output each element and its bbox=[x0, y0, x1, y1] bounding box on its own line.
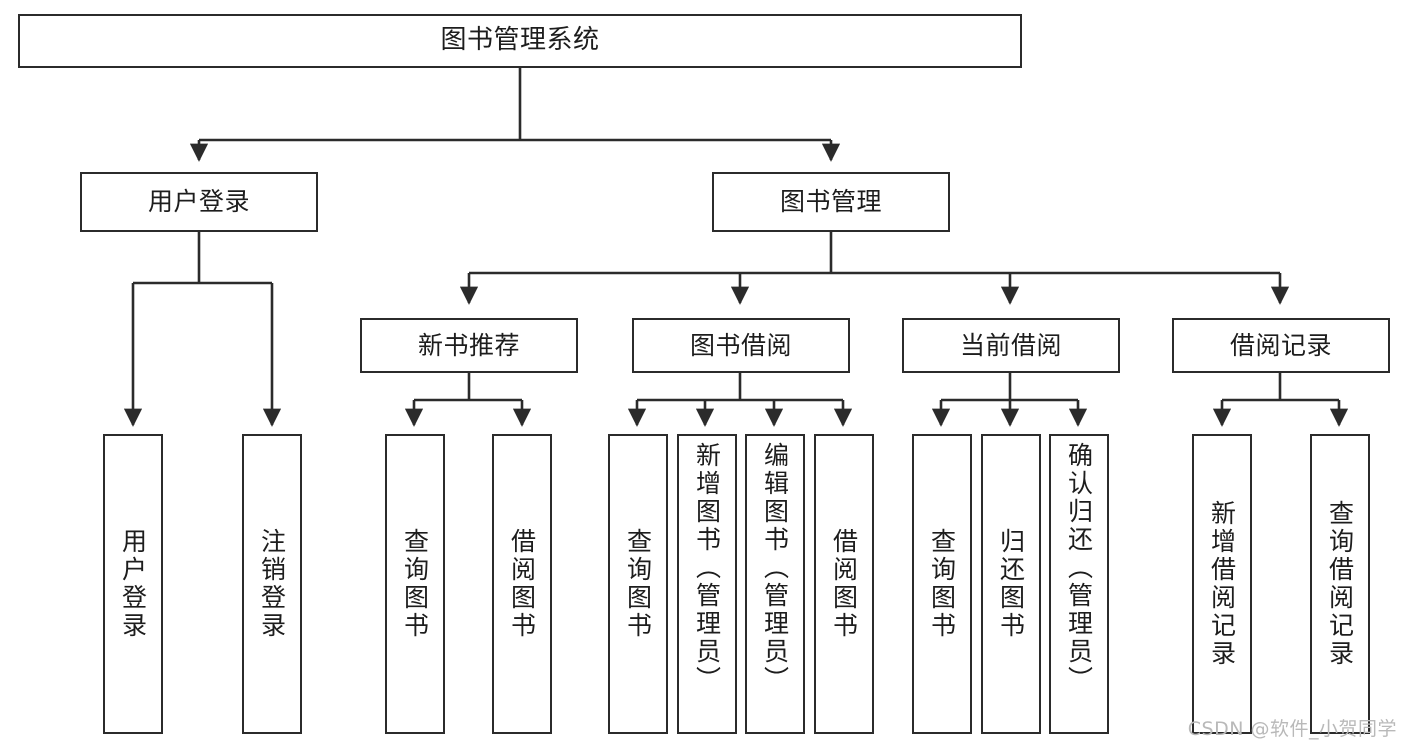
node-label: 归还图书 bbox=[996, 528, 1026, 640]
node-label: 图书借阅 bbox=[689, 330, 792, 360]
node-label: 新书推荐 bbox=[417, 330, 520, 360]
node-label: 查询图书 bbox=[927, 528, 957, 640]
node-label: 当前借阅 bbox=[959, 330, 1062, 360]
node-root-system[interactable]: 图书管理系统 bbox=[18, 14, 1022, 68]
node-label: 查询图书 bbox=[623, 528, 653, 640]
node-label: 图书管理系统 bbox=[440, 25, 600, 56]
node-label: 借阅记录 bbox=[1229, 330, 1332, 360]
leaf-confirm-return-admin[interactable]: 确认归还（管理员） bbox=[1049, 434, 1109, 734]
node-label: 新增借阅记录 bbox=[1207, 500, 1237, 668]
leaf-return-book[interactable]: 归还图书 bbox=[981, 434, 1041, 734]
node-current-borrow[interactable]: 当前借阅 bbox=[902, 318, 1120, 373]
node-label: 用户登录 bbox=[118, 528, 148, 640]
node-borrow-records[interactable]: 借阅记录 bbox=[1172, 318, 1390, 373]
node-label: 新增图书（管理员） bbox=[692, 442, 722, 694]
leaf-query-book-recommend[interactable]: 查询图书 bbox=[385, 434, 445, 734]
leaf-user-login[interactable]: 用户登录 bbox=[103, 434, 163, 734]
node-book-borrow[interactable]: 图书借阅 bbox=[632, 318, 850, 373]
node-label: 查询借阅记录 bbox=[1325, 500, 1355, 668]
leaf-borrow-book[interactable]: 借阅图书 bbox=[814, 434, 874, 734]
node-label: 查询图书 bbox=[400, 528, 430, 640]
leaf-query-book-borrow[interactable]: 查询图书 bbox=[608, 434, 668, 734]
node-user-login[interactable]: 用户登录 bbox=[80, 172, 318, 232]
node-label: 用户登录 bbox=[147, 187, 250, 216]
node-label: 借阅图书 bbox=[507, 528, 537, 640]
leaf-query-book-current[interactable]: 查询图书 bbox=[912, 434, 972, 734]
node-book-management[interactable]: 图书管理 bbox=[712, 172, 950, 232]
node-label: 确认归还（管理员） bbox=[1064, 442, 1094, 694]
leaf-add-borrow-record[interactable]: 新增借阅记录 bbox=[1192, 434, 1252, 734]
node-label: 注销登录 bbox=[257, 528, 287, 640]
node-label: 图书管理 bbox=[779, 187, 882, 216]
leaf-edit-book-admin[interactable]: 编辑图书（管理员） bbox=[745, 434, 805, 734]
leaf-logout[interactable]: 注销登录 bbox=[242, 434, 302, 734]
node-label: 编辑图书（管理员） bbox=[760, 442, 790, 694]
watermark-text: CSDN @软件_小贺同学 bbox=[1187, 718, 1397, 740]
leaf-query-borrow-record[interactable]: 查询借阅记录 bbox=[1310, 434, 1370, 734]
node-label: 借阅图书 bbox=[829, 528, 859, 640]
leaf-add-book-admin[interactable]: 新增图书（管理员） bbox=[677, 434, 737, 734]
node-new-book-recommend[interactable]: 新书推荐 bbox=[360, 318, 578, 373]
leaf-borrow-book-recommend[interactable]: 借阅图书 bbox=[492, 434, 552, 734]
